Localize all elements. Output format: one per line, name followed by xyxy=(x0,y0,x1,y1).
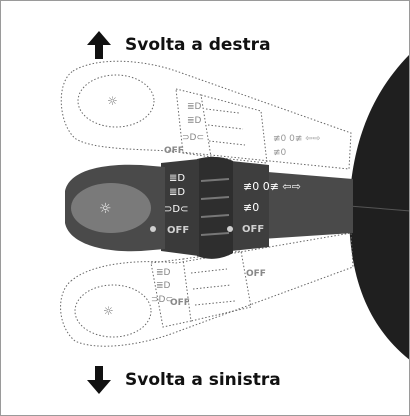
svg-text:⊃D⊂: ⊃D⊂ xyxy=(182,133,204,143)
fog-symbol-rear: ≢0 xyxy=(243,201,259,214)
fog-symbols: ≢0 0≢ ⇦⇨ xyxy=(243,180,301,193)
ghost-off-label-up: OFF xyxy=(164,146,184,156)
steering-column xyxy=(349,55,409,360)
high-beam-symbol: ≣D xyxy=(169,187,185,198)
svg-text:☼: ☼ xyxy=(107,94,118,108)
position-light-symbol: ⊃D⊂ xyxy=(164,204,188,215)
svg-text:≢0: ≢0 xyxy=(273,148,287,158)
arrow-down-icon xyxy=(87,366,111,394)
sun-icon: ☼ xyxy=(99,201,112,217)
low-beam-symbol: ≣D xyxy=(169,173,185,184)
svg-text:≢0 0≢ ⇦⇨: ≢0 0≢ ⇦⇨ xyxy=(273,134,321,144)
svg-text:≣D: ≣D xyxy=(187,116,202,126)
turn-left-caption: Svolta a sinistra xyxy=(87,366,281,394)
svg-text:⊃D⊂: ⊃D⊂ xyxy=(151,295,173,305)
turn-left-label: Svolta a sinistra xyxy=(125,370,281,390)
fog-off-label: OFF xyxy=(242,224,264,235)
svg-text:≣D: ≣D xyxy=(156,281,171,291)
svg-text:☼: ☼ xyxy=(103,304,114,318)
svg-text:≣D: ≣D xyxy=(187,102,202,112)
fog-indicator-dot xyxy=(227,226,233,232)
indicator-dot xyxy=(150,226,156,232)
main-lever xyxy=(65,156,353,259)
svg-text:OFF: OFF xyxy=(170,298,190,308)
svg-text:OFF: OFF xyxy=(246,269,266,279)
turn-right-label: Svolta a destra xyxy=(125,35,271,55)
off-label: OFF xyxy=(167,225,189,236)
ghost-lever-up xyxy=(60,60,352,170)
arrow-up-icon xyxy=(87,31,111,59)
turn-right-caption: Svolta a destra xyxy=(87,31,271,59)
svg-text:≣D: ≣D xyxy=(156,268,171,278)
